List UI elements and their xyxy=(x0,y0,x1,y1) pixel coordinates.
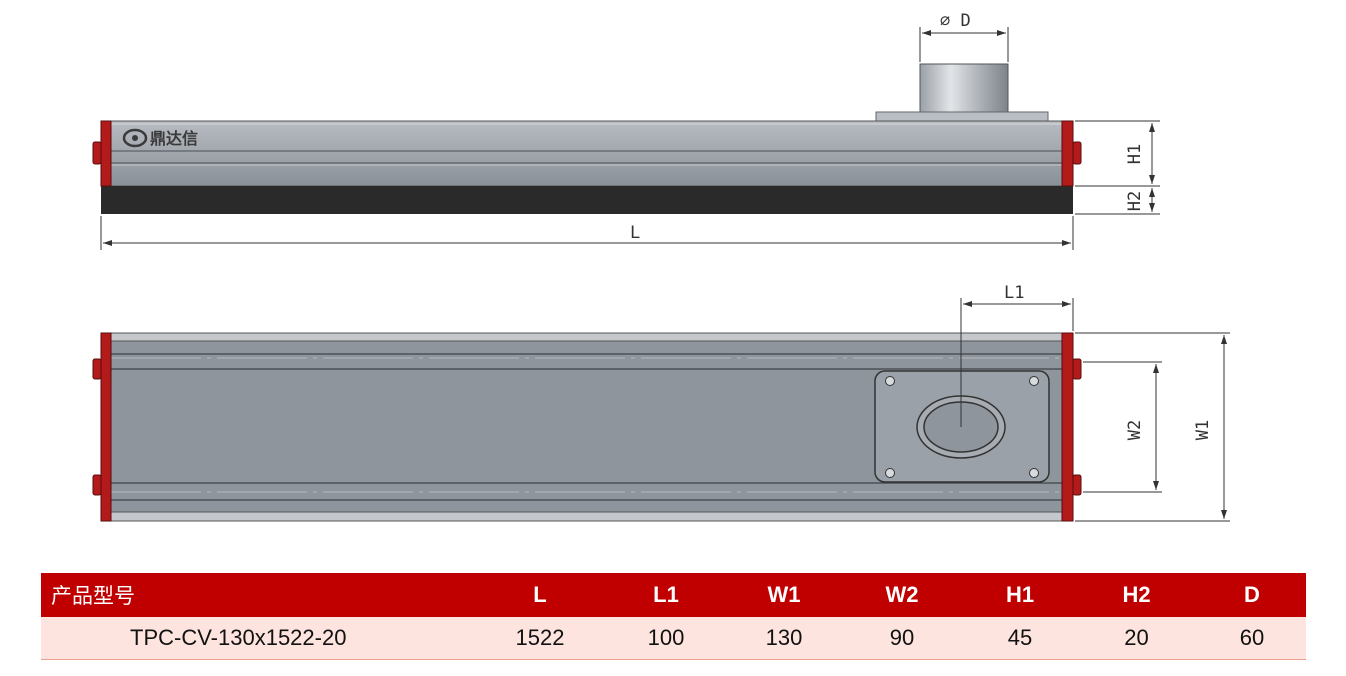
table-row: TPC-CV-130x1522-20 1522 100 130 90 45 20… xyxy=(41,617,1306,660)
brand-logo: 鼎达信 xyxy=(122,128,198,148)
header-w1: W1 xyxy=(767,582,801,607)
header-h1: H1 xyxy=(1005,582,1035,607)
side-view: 鼎达信 ⌀ D L H1 H2 xyxy=(92,11,1160,250)
logo-text: 鼎达信 xyxy=(150,129,198,148)
top-knob-left-upper xyxy=(92,358,102,380)
header-w2: W2 xyxy=(885,582,919,607)
dim-label-l1: L1 xyxy=(1004,283,1024,303)
cell-h2: 20 xyxy=(1075,617,1198,660)
outlet-flange xyxy=(875,111,1049,122)
header-model: 产品型号 xyxy=(51,584,135,608)
cell-w1: 130 xyxy=(729,617,839,660)
dim-label-h1: H1 xyxy=(1125,144,1145,164)
top-knob-right-upper xyxy=(1072,358,1082,380)
table-header-row: 产品型号 L L1 W1 W2 H1 H2 D xyxy=(41,573,1306,617)
dim-label-d: ⌀ D xyxy=(940,11,971,31)
header-d: D xyxy=(1244,582,1260,607)
dim-label-h2: H2 xyxy=(1125,191,1145,211)
header-l1: L1 xyxy=(653,582,679,607)
top-view: L1 W2 W1 xyxy=(92,283,1230,522)
logo-icon xyxy=(122,128,148,148)
outlet-pipe xyxy=(919,63,1009,113)
end-cap-left xyxy=(100,120,112,187)
rubber-strip xyxy=(101,186,1073,214)
spec-table: 产品型号 L L1 W1 W2 H1 H2 D TPC-CV-130x1522-… xyxy=(41,573,1306,660)
cell-l: 1522 xyxy=(477,617,603,660)
dim-label-l: L xyxy=(630,223,640,243)
header-h2: H2 xyxy=(1122,582,1151,607)
cell-model: TPC-CV-130x1522-20 xyxy=(41,617,477,660)
top-knob-left-lower xyxy=(92,474,102,496)
technical-drawing: 鼎达信 ⌀ D L H1 H2 xyxy=(92,11,1230,522)
header-l: L xyxy=(533,582,547,607)
side-knob-right xyxy=(1072,141,1082,165)
dim-label-w1: W1 xyxy=(1193,420,1213,440)
top-end-cap-right xyxy=(1061,332,1074,522)
cell-h1: 45 xyxy=(965,617,1075,660)
cell-w2: 90 xyxy=(839,617,965,660)
cell-d: 60 xyxy=(1198,617,1306,660)
end-cap-right xyxy=(1061,120,1074,187)
cell-l1: 100 xyxy=(603,617,729,660)
side-body xyxy=(110,120,1063,187)
top-knob-right-lower xyxy=(1072,474,1082,496)
top-end-cap-left xyxy=(100,332,112,522)
side-knob-left xyxy=(92,141,102,165)
dim-label-w2: W2 xyxy=(1125,420,1145,440)
